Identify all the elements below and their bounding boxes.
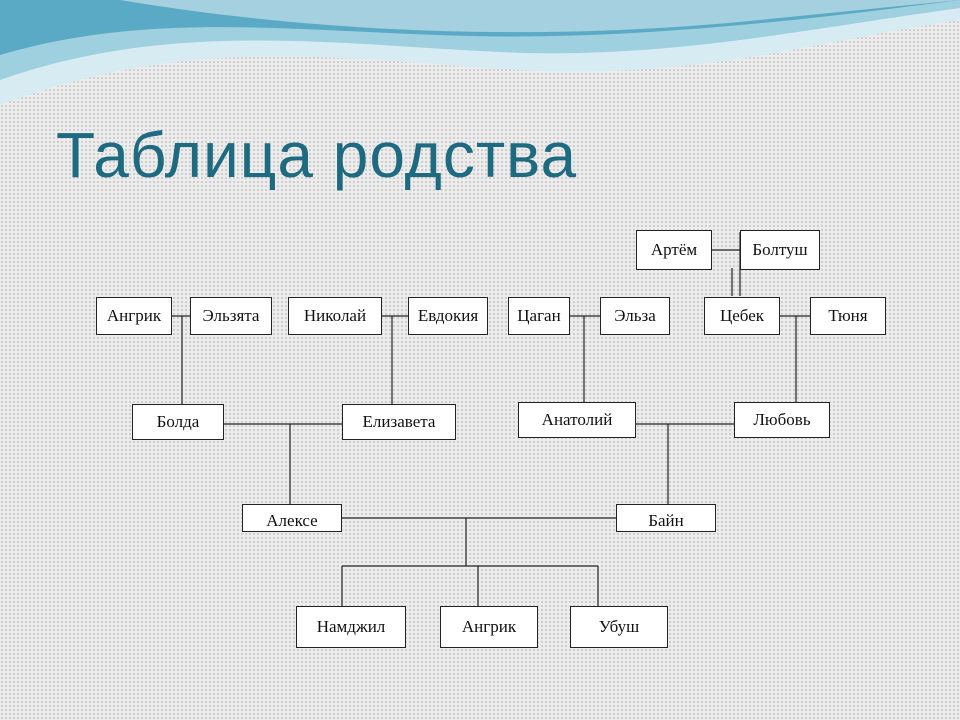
person-ubush: Убуш <box>570 606 668 648</box>
person-anatoliy: Анатолий <box>518 402 636 438</box>
person-lyubov: Любовь <box>734 402 830 438</box>
person-tyunya: Тюня <box>810 297 886 335</box>
person-tsagan: Цаган <box>508 297 570 335</box>
person-namdzhil: Намджил <box>296 606 406 648</box>
person-aleksey: Алексе <box>242 504 342 532</box>
person-elza: Эльза <box>600 297 670 335</box>
person-nikolay: Николай <box>288 297 382 335</box>
person-boltush: Болтуш <box>740 230 820 270</box>
person-angrik-grandfather: Ангрик <box>96 297 172 335</box>
page-title: Таблица родства <box>56 119 578 191</box>
person-bayn: Байн <box>616 504 716 532</box>
person-elizaveta: Елизавета <box>342 404 456 440</box>
decorative-wave-header <box>0 0 960 105</box>
person-evdokiya: Евдокия <box>408 297 488 335</box>
person-tsebek: Цебек <box>704 297 780 335</box>
person-elzyata: Эльзята <box>190 297 272 335</box>
person-artem: Артём <box>636 230 712 270</box>
person-bolda: Болда <box>132 404 224 440</box>
person-angrik-child: Ангрик <box>440 606 538 648</box>
